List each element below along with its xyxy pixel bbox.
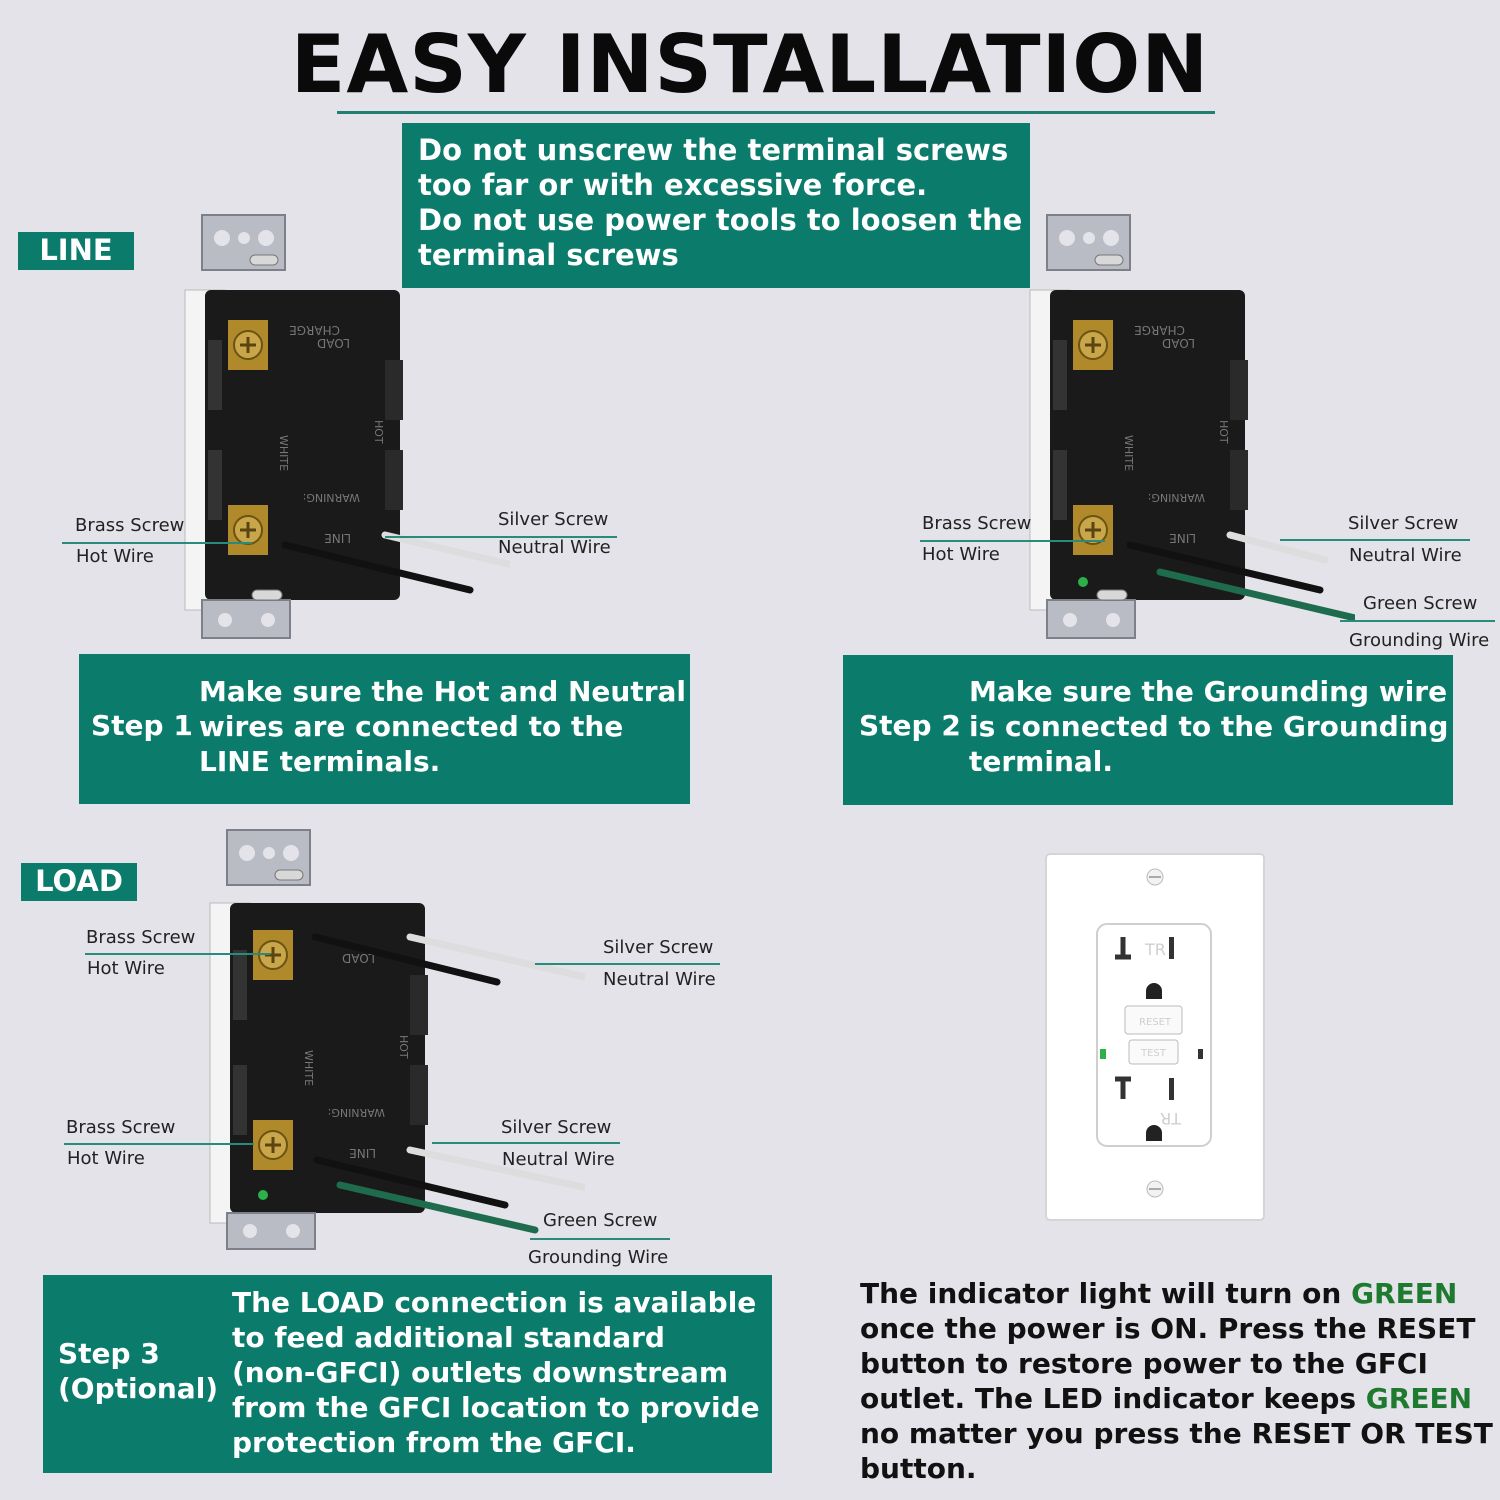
- line-tag: LINE: [18, 232, 134, 270]
- label-brass-screw: Brass Screw: [66, 1117, 176, 1138]
- reset-button-label: RESET: [1139, 1017, 1172, 1028]
- label-grounding-wire: Grounding Wire: [528, 1247, 669, 1268]
- warning-line: too far or with excessive force.: [418, 168, 928, 202]
- step1-line: wires are connected to the: [199, 710, 624, 743]
- marking-charge: CHARGE: [1134, 323, 1185, 337]
- label-neutral-wire: Neutral Wire: [603, 969, 716, 990]
- gfci-outlet-front: TR RESET TEST TR: [1045, 853, 1265, 1221]
- marking-hot: HOT: [372, 420, 385, 444]
- label-rule: [432, 1142, 620, 1144]
- label-rule: [1340, 620, 1495, 622]
- indicator-text: The indicator light will turn on: [860, 1277, 1352, 1310]
- step1-box: Step 1 Make sure the Hot and Neutral wir…: [79, 654, 690, 804]
- step3-line: (non-GFCI) outlets downstream: [232, 1356, 729, 1389]
- label-hot-wire: Hot Wire: [87, 958, 165, 979]
- marking-white: WHITE: [1122, 435, 1135, 471]
- outlet-tr-label-bottom: TR: [1160, 1109, 1182, 1128]
- marking-warning: WARNING:: [1148, 491, 1205, 504]
- label-green-screw: Green Screw: [543, 1210, 658, 1231]
- step2-box: Step 2 Make sure the Grounding wire is c…: [843, 655, 1453, 805]
- marking-white: WHITE: [277, 435, 290, 471]
- marking-warning: WARNING:: [328, 1106, 385, 1119]
- label-rule: [385, 536, 617, 538]
- label-neutral-wire: Neutral Wire: [502, 1149, 615, 1170]
- marking-line: LINE: [349, 1146, 376, 1160]
- step3-line: protection from the GFCI.: [232, 1426, 636, 1459]
- marking-load: LOAD: [1162, 336, 1195, 350]
- step2-label: Step 2: [859, 709, 961, 742]
- step3-line: from the GFCI location to provide: [232, 1391, 760, 1424]
- title-underline: [337, 111, 1215, 114]
- outlet-tr-label: TR: [1144, 940, 1166, 959]
- step3-line: to feed additional standard: [232, 1321, 665, 1354]
- warning-line: terminal screws: [418, 238, 679, 272]
- label-grounding-wire: Grounding Wire: [1349, 630, 1490, 651]
- page-title: EASY INSTALLATION: [290, 18, 1210, 111]
- label-hot-wire: Hot Wire: [67, 1148, 145, 1169]
- label-rule: [920, 540, 1105, 542]
- step2-line: is connected to the Grounding: [969, 710, 1449, 743]
- marking-load: LOAD: [317, 336, 350, 350]
- indicator-text: button.: [860, 1452, 977, 1485]
- marking-line: LINE: [1169, 531, 1196, 545]
- marking-hot: HOT: [397, 1035, 410, 1059]
- marking-white: WHITE: [302, 1050, 315, 1086]
- label-hot-wire: Hot Wire: [76, 546, 154, 567]
- label-silver-screw: Silver Screw: [501, 1117, 612, 1138]
- warning-box: Do not unscrew the terminal screws too f…: [402, 123, 1030, 288]
- step3-label: Step 3: [58, 1337, 160, 1370]
- load-tag: LOAD: [21, 863, 137, 901]
- label-brass-screw: Brass Screw: [75, 515, 185, 536]
- step3-label-optional: (Optional): [58, 1372, 219, 1405]
- marking-charge: CHARGE: [289, 323, 340, 337]
- label-silver-screw: Silver Screw: [498, 509, 609, 530]
- step1-line: Make sure the Hot and Neutral: [199, 675, 687, 708]
- step3-line: The LOAD connection is available: [232, 1286, 757, 1319]
- label-brass-screw: Brass Screw: [922, 513, 1032, 534]
- label-neutral-wire: Neutral Wire: [1349, 545, 1462, 566]
- indicator-description: The indicator light will turn on GREEN o…: [860, 1276, 1493, 1486]
- step3-box: Step 3 (Optional) The LOAD connection is…: [43, 1275, 772, 1473]
- label-silver-screw: Silver Screw: [1348, 513, 1459, 534]
- label-rule: [85, 953, 270, 955]
- marking-line: LINE: [324, 531, 351, 545]
- label-rule: [1280, 539, 1470, 541]
- indicator-text: button to restore power to the GFCI: [860, 1347, 1428, 1380]
- label-rule: [530, 1238, 670, 1240]
- label-green-screw: Green Screw: [1363, 593, 1478, 614]
- indicator-text: outlet. The LED indicator keeps: [860, 1382, 1366, 1415]
- marking-hot: HOT: [1217, 420, 1230, 444]
- label-hot-wire: Hot Wire: [922, 544, 1000, 565]
- gfci-device-ground: CHARGE LOAD WHITE HOT WARNING: LINE: [1029, 214, 1355, 639]
- warning-line: Do not unscrew the terminal screws: [418, 133, 1009, 167]
- indicator-green-word: GREEN: [1351, 1277, 1458, 1310]
- warning-line: Do not use power tools to loosen the: [418, 203, 1023, 237]
- step2-line: Make sure the Grounding wire: [969, 675, 1448, 708]
- label-rule: [62, 542, 252, 544]
- label-brass-screw: Brass Screw: [86, 927, 196, 948]
- indicator-text: once the power is ON. Press the RESET: [860, 1312, 1476, 1345]
- test-button-label: TEST: [1140, 1048, 1167, 1059]
- step2-line: terminal.: [969, 745, 1114, 778]
- marking-load: LOAD: [342, 951, 375, 965]
- gfci-device-load: LOAD WHITE HOT WARNING: LINE: [209, 829, 585, 1250]
- led-indicator-icon: [1100, 1049, 1106, 1059]
- step1-label: Step 1: [91, 709, 193, 742]
- label-rule: [535, 963, 720, 965]
- indicator-green-word: GREEN: [1365, 1382, 1473, 1415]
- step1-line: LINE terminals.: [199, 745, 441, 778]
- indicator-text: no matter you press the RESET OR TEST: [860, 1417, 1493, 1450]
- label-silver-screw: Silver Screw: [603, 937, 714, 958]
- marking-warning: WARNING:: [303, 491, 360, 504]
- label-rule: [64, 1143, 254, 1145]
- gfci-device-line: CHARGE LOAD WHITE HOT WARNING: LINE: [184, 214, 510, 639]
- label-neutral-wire: Neutral Wire: [498, 537, 611, 558]
